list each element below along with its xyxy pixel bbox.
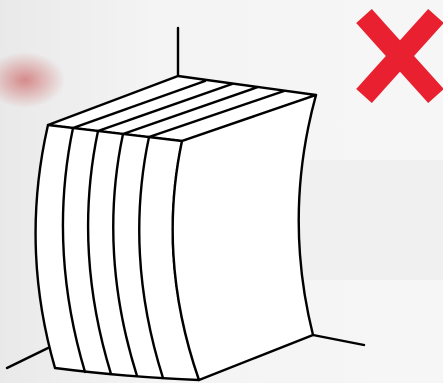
layered-block bbox=[36, 76, 316, 380]
block-side-face bbox=[173, 95, 316, 380]
